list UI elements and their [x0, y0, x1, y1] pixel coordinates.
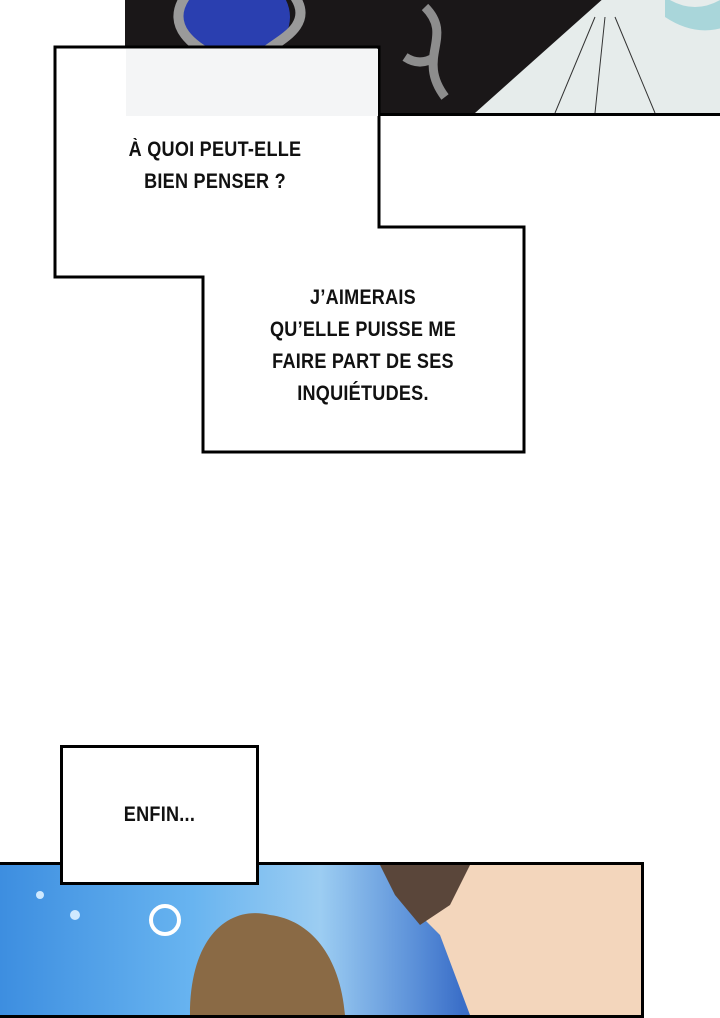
caption-line: FAIRE PART DE SES [272, 350, 454, 373]
caption-line: À QUOI PEUT-ELLE [128, 138, 302, 161]
caption-third: ENFIN... [123, 803, 196, 826]
caption-second: J’AIMERAIS QU’ELLE PUISSE ME FAIRE PART … [243, 282, 484, 410]
caption-line: INQUIÉTUDES. [297, 382, 429, 405]
caption-box-group [53, 45, 526, 454]
caption-box-third: ENFIN... [60, 745, 259, 885]
caption-line: QU’ELLE PUISSE ME [269, 318, 457, 341]
bottom-comic-panel [0, 862, 644, 1018]
caption-first: À QUOI PEUT-ELLE BIEN PENSER ? [95, 134, 336, 198]
caption-line: J’AIMERAIS [310, 286, 416, 309]
caption-line: BIEN PENSER ? [144, 170, 286, 193]
characters-artwork [36, 865, 641, 1015]
